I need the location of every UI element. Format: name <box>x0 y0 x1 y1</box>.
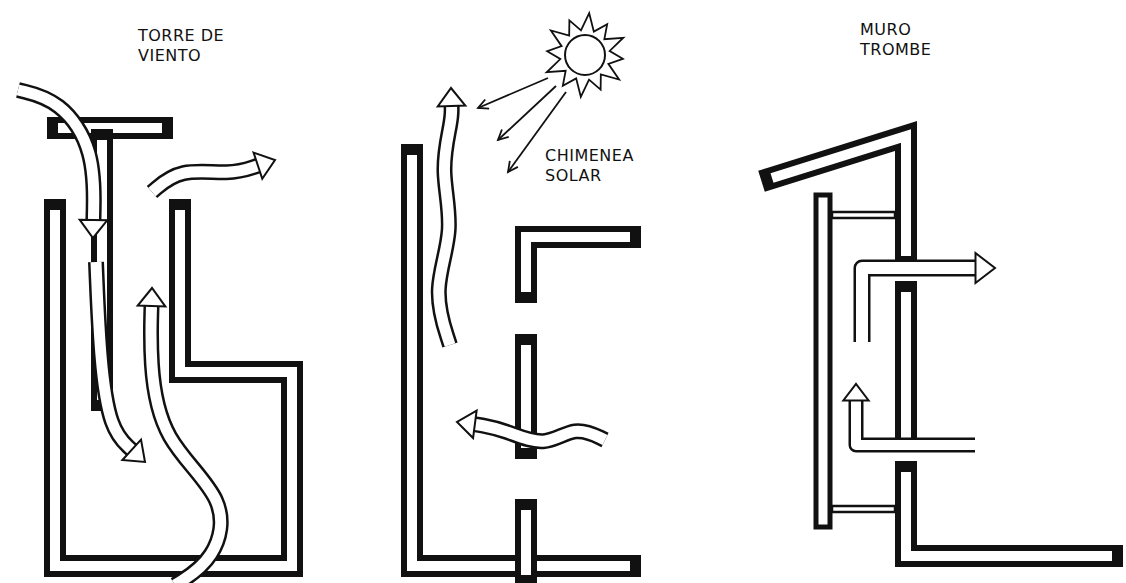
wall-fill <box>526 237 630 292</box>
arrow-fill <box>18 90 94 220</box>
ray-head <box>498 130 509 140</box>
wall-outline <box>55 210 292 566</box>
airflow-arrow <box>843 384 975 445</box>
section-title: TORRE DE VIENTO <box>138 26 230 66</box>
sun-rays <box>547 13 624 97</box>
arrow-fill <box>96 262 132 450</box>
arrow-outline <box>862 268 976 342</box>
arrow-head <box>843 384 868 401</box>
ray-head <box>508 161 518 172</box>
ray-head <box>478 99 489 108</box>
arrow-outline <box>96 262 132 450</box>
airflow-arrow <box>457 411 605 442</box>
arrow-outline <box>152 166 258 192</box>
wall-outline <box>515 510 537 575</box>
arrow-head <box>80 220 108 238</box>
airflow-arrow <box>438 88 466 345</box>
arrow-outline <box>439 106 452 345</box>
arrow-outline <box>856 401 975 446</box>
arrow-fill <box>152 166 258 192</box>
building-wall <box>526 237 630 292</box>
arrow-fill <box>862 268 976 342</box>
wall-outline <box>895 292 917 440</box>
spacer <box>832 212 895 218</box>
arrow-head <box>457 411 477 438</box>
arrow-outline <box>475 424 605 441</box>
wall-fill <box>901 292 911 440</box>
arrow-outline <box>18 90 94 220</box>
trombe-wall <box>906 472 1112 556</box>
tower-wall <box>55 210 292 566</box>
airflow-arrow <box>152 153 275 192</box>
arrow-head <box>976 253 996 283</box>
arrow-fill <box>856 401 975 446</box>
ray-line <box>498 86 556 140</box>
wall-fill <box>906 472 1112 556</box>
airflow-arrow <box>138 288 221 583</box>
arrow-fill <box>475 424 605 441</box>
arrow-fill <box>439 106 452 345</box>
airflow-arrow <box>96 262 145 462</box>
glass-panel <box>816 195 830 527</box>
sun-disc <box>565 35 605 75</box>
sun <box>547 13 624 97</box>
spacer <box>832 506 895 512</box>
wall-outline <box>906 472 1112 556</box>
sun-ray-arrow <box>498 86 556 140</box>
arrow-head <box>254 153 275 179</box>
airflow-arrow <box>862 253 995 342</box>
wall-outline <box>772 136 906 256</box>
wall-outline <box>526 237 630 292</box>
arrow-outline <box>151 306 221 583</box>
arrow-head <box>122 440 145 462</box>
trombe-wall <box>772 136 906 256</box>
wall-fill <box>521 510 531 575</box>
arrow-fill <box>151 306 221 583</box>
arrow-head <box>438 88 466 106</box>
section-title: MURO TROMBE <box>860 20 940 60</box>
arrow-head <box>138 288 166 306</box>
building-wall <box>526 510 527 575</box>
section-title: CHIMENEA SOLAR <box>545 146 645 186</box>
wall-fill <box>772 136 906 256</box>
airflow-arrow <box>18 90 107 238</box>
trombe-wall <box>906 292 907 440</box>
glazing <box>816 195 895 527</box>
wall-fill <box>55 210 292 566</box>
